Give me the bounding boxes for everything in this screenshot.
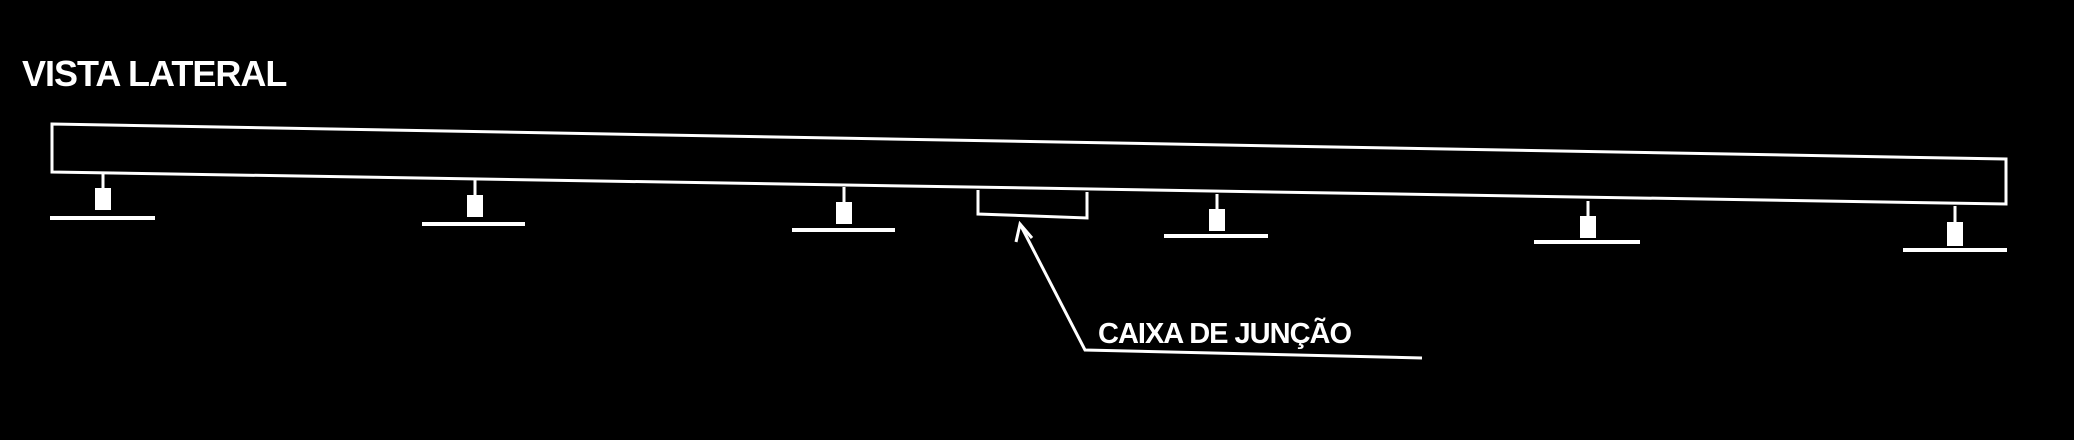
callout-label: CAIXA DE JUNÇÃO: [1098, 316, 1351, 350]
support-5: [1534, 201, 1640, 244]
support-6: [1903, 206, 2007, 252]
support-4: [1164, 194, 1268, 238]
support-3: [792, 187, 895, 232]
callout-leader-line: [1018, 223, 1423, 360]
beam-profile: [50, 122, 2008, 206]
callout-arrow-head: [1014, 220, 1034, 243]
junction-box: [976, 190, 1089, 220]
view-title: VISTA LATERAL: [22, 53, 286, 94]
support-1: [50, 173, 155, 220]
support-2: [422, 180, 525, 226]
